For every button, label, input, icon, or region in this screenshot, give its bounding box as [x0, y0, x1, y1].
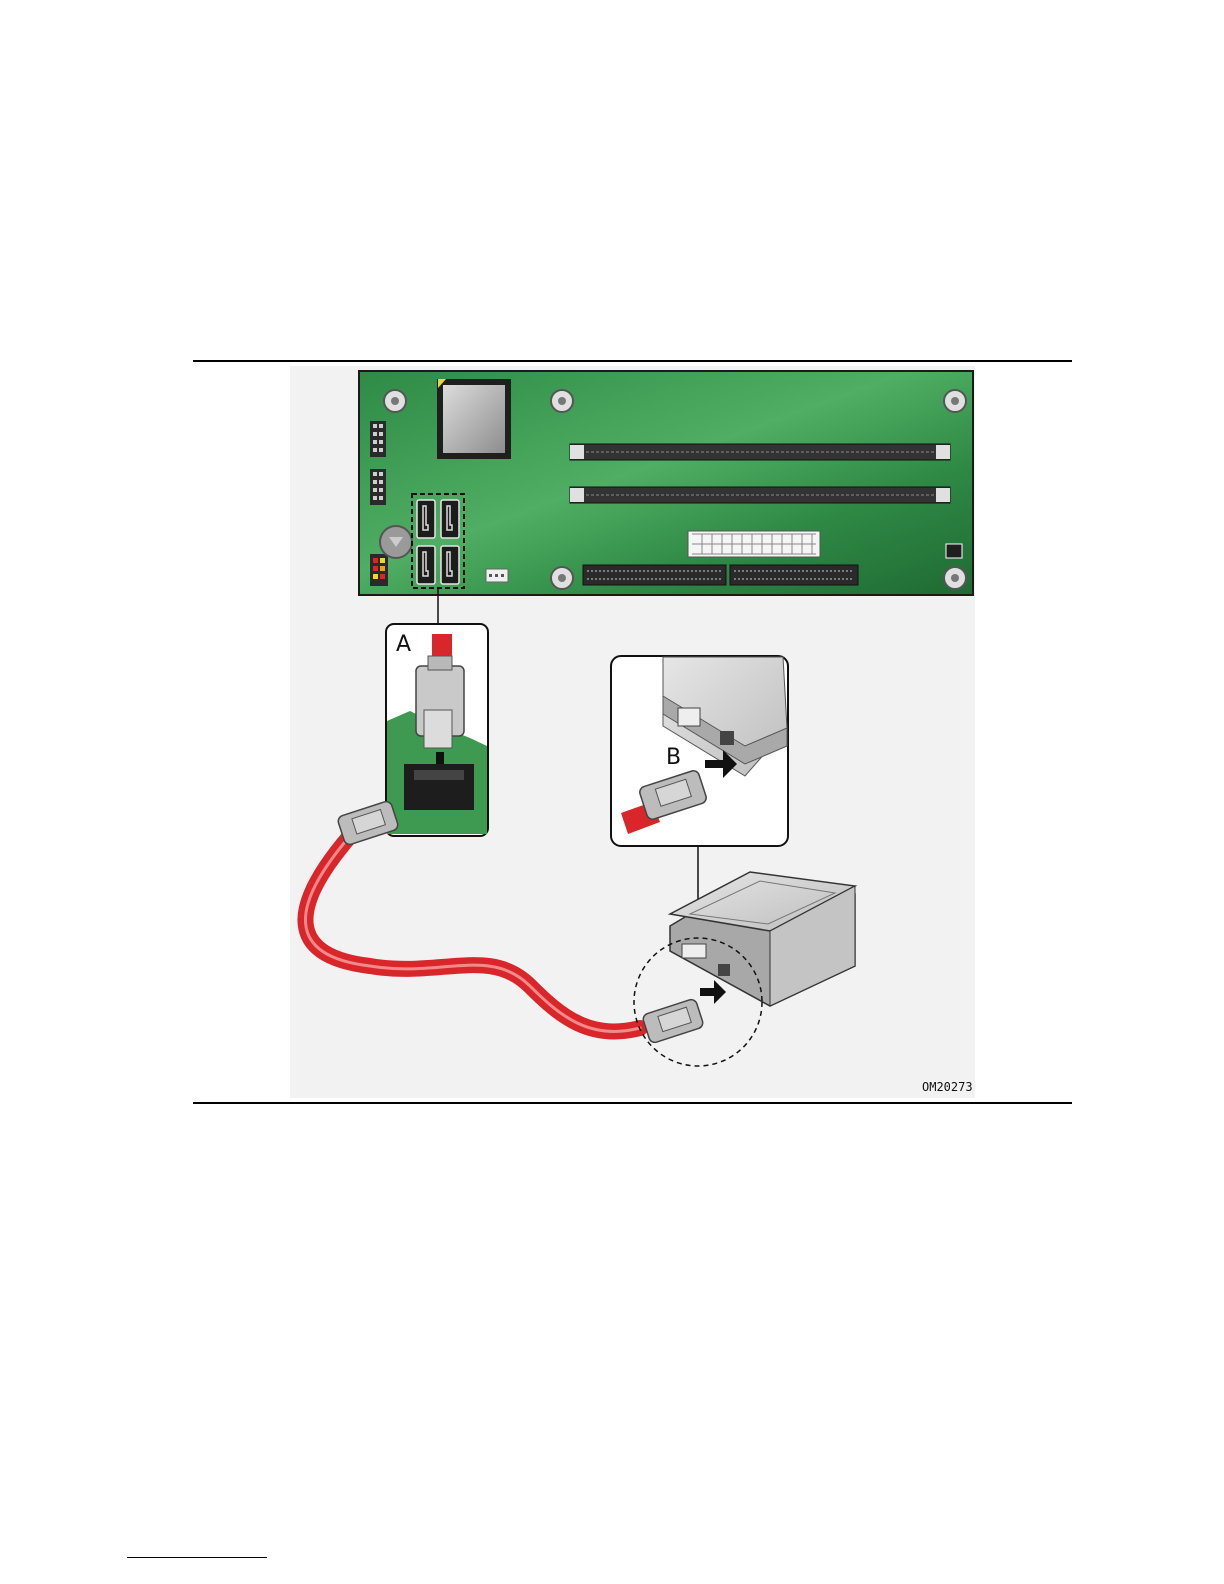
footnote-separator: [127, 1557, 267, 1558]
motherboard: [359, 371, 973, 595]
inset-b-drive-connection: B: [611, 656, 788, 846]
callout-label-b: B: [666, 745, 681, 770]
figure-top-rule: [193, 360, 1072, 362]
ide-connectors: [583, 565, 858, 585]
inset-a-board-connection: A: [386, 624, 488, 836]
figure-bottom-rule: [193, 1102, 1072, 1104]
callout-label-a: A: [396, 632, 411, 657]
sata-cable-figure: A B OM20273: [290, 366, 975, 1098]
figure-id-label: OM20273: [922, 1080, 973, 1094]
front-panel-headers: [370, 421, 388, 586]
